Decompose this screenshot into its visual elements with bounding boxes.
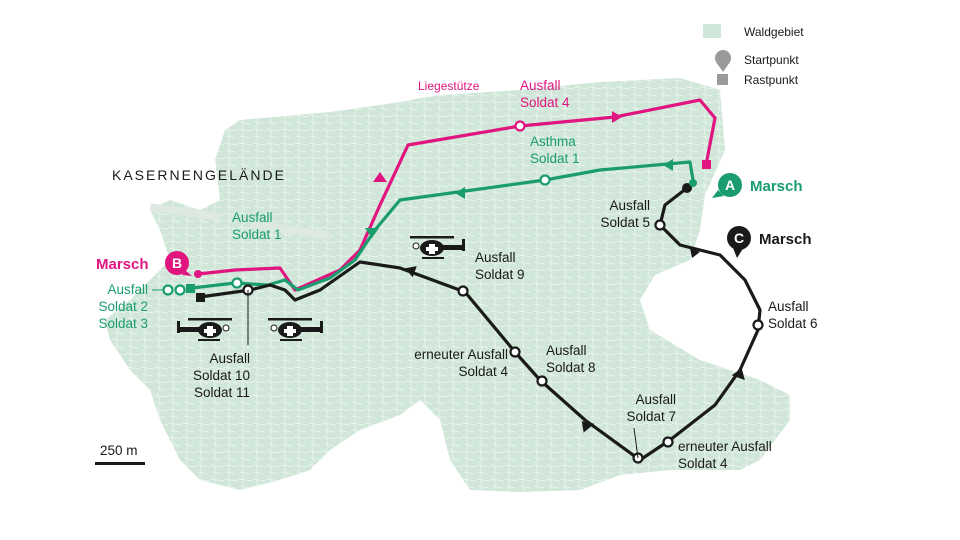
direction-arrow	[365, 228, 379, 238]
route-a-marker: A	[712, 173, 742, 198]
stop-green-ausfall1	[231, 277, 243, 289]
road-stub	[249, 220, 331, 240]
direction-arrow	[455, 187, 465, 199]
label-black-ausfall8-l1: Ausfall	[546, 343, 587, 358]
label-black-ausfall1011-l2: Soldat 10	[193, 368, 250, 383]
stop-black-ausfall5	[654, 219, 666, 231]
direction-arrow	[663, 159, 673, 171]
route-c-marker: C	[727, 226, 751, 258]
rest-point	[196, 293, 205, 302]
stop-black-ausfall9	[457, 285, 469, 297]
label-black-erneut-l-l1: erneuter Ausfall	[414, 347, 508, 362]
stop-green-ausfall2	[162, 284, 174, 296]
label-black-erneut-r-l1: erneuter Ausfall	[678, 439, 772, 454]
direction-arrow	[373, 172, 387, 182]
direction-arrow	[731, 368, 745, 381]
label-black-erneut-r-l2: Soldat 4	[678, 456, 728, 471]
label-pink-ausfall4-l1: Ausfall	[520, 78, 561, 93]
label-pink-ausfall4-l2: Soldat 4	[520, 95, 570, 110]
area-label: KASERNENGELÄNDE	[112, 167, 286, 183]
road-stub	[149, 203, 221, 221]
route-c-label: Marsch	[759, 231, 812, 248]
label-asthma-l1: Asthma	[530, 134, 576, 149]
label-black-ausfall6-l2: Soldat 6	[768, 316, 818, 331]
label-black-erneut-l-l2: Soldat 4	[458, 364, 508, 379]
label-black-ausfall1011-l1: Ausfall	[209, 351, 250, 366]
route-c-line	[198, 186, 762, 462]
label-green-ausfall1-l1: Ausfall	[232, 210, 273, 225]
label-green-ausfall1-l2: Soldat 1	[232, 227, 282, 242]
direction-arrow	[690, 248, 700, 258]
direction-arrow	[612, 111, 622, 123]
label-black-ausfall9-l1: Ausfall	[475, 250, 516, 265]
start-point-c	[682, 183, 692, 193]
stop-green-asthma	[539, 174, 551, 186]
label-black-ausfall5-l1: Ausfall	[609, 198, 650, 213]
rest-point	[702, 160, 711, 169]
label-black-ausfall1011-l3: Soldat 11	[194, 385, 250, 400]
route-b-line	[196, 98, 717, 292]
scale-label: 250 m	[100, 443, 138, 458]
stop-pink-liegestuetze	[194, 270, 202, 278]
route-b-label: Marsch	[96, 256, 149, 273]
svg-text:A: A	[725, 177, 735, 193]
start-point-a	[689, 179, 697, 187]
direction-arrow	[581, 421, 595, 433]
rest-square-icon	[717, 74, 728, 85]
legend-start-label: Startpunkt	[744, 53, 799, 67]
leader-line	[633, 427, 639, 459]
stop-green-ausfall3	[174, 284, 186, 296]
label-black-ausfall8-l2: Soldat 8	[546, 360, 596, 375]
scale-bar	[95, 462, 145, 465]
label-black-ausfall7-l2: Soldat 7	[626, 409, 676, 424]
start-pin-icon	[715, 50, 731, 72]
legend-forest-label: Waldgebiet	[744, 25, 804, 39]
label-asthma-l2: Soldat 1	[530, 151, 580, 166]
stop-pink-ausfall4	[514, 120, 526, 132]
stop-black-ausfall8	[536, 375, 548, 387]
label-black-ausfall6-l1: Ausfall	[768, 299, 809, 314]
stop-black-erneut-r	[662, 436, 674, 448]
label-green-ausfall23-l3: Soldat 3	[98, 316, 148, 331]
forest-swatch-icon	[703, 24, 721, 38]
rest-point	[186, 284, 195, 293]
stop-black-erneut-l	[509, 346, 521, 358]
label-black-ausfall9-l2: Soldat 9	[475, 267, 525, 282]
label-liegestuetze: Liegestütze	[418, 79, 480, 93]
route-a-label: Marsch	[750, 178, 803, 195]
label-black-ausfall7-l1: Ausfall	[635, 392, 676, 407]
direction-arrow	[405, 266, 417, 278]
label-green-ausfall23-l2: Soldat 2	[98, 299, 148, 314]
label-black-ausfall5-l2: Soldat 5	[600, 215, 650, 230]
stop-black-ausfall6	[752, 319, 764, 331]
label-green-ausfall23-l1: Ausfall	[107, 282, 148, 297]
svg-text:B: B	[172, 255, 182, 271]
route-b-marker: B	[165, 251, 192, 276]
legend-rest-label: Rastpunkt	[744, 73, 799, 87]
svg-text:C: C	[734, 230, 744, 246]
